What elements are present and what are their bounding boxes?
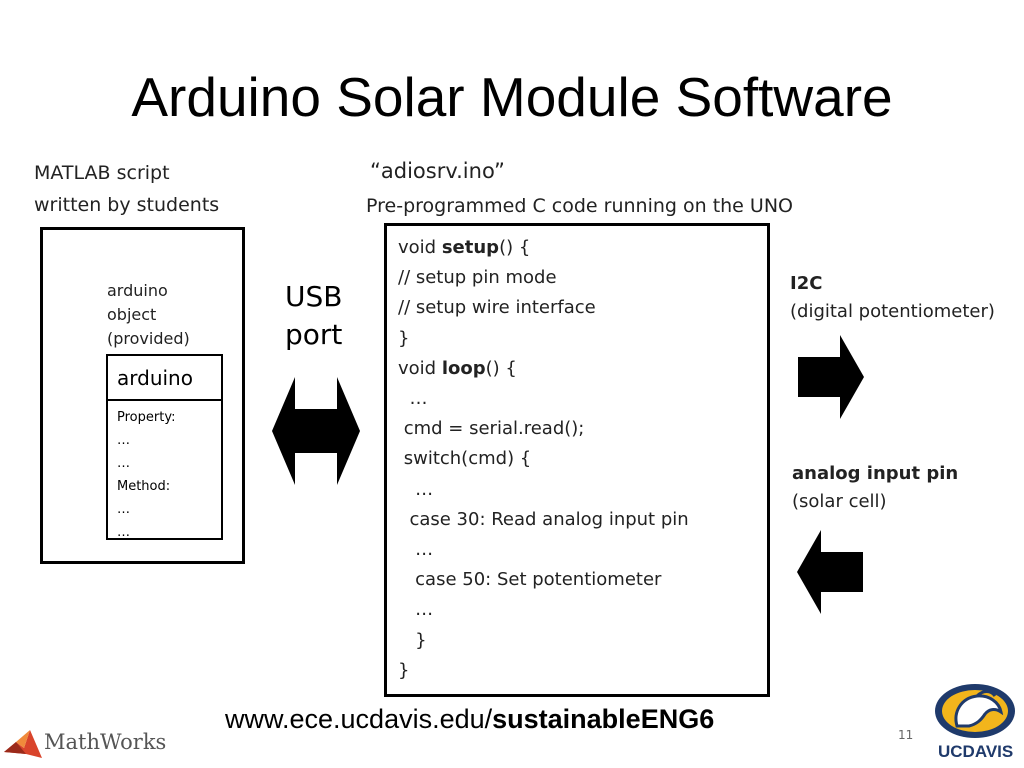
arrow-left-icon (797, 530, 863, 614)
code-line: // setup wire interface (398, 293, 689, 323)
mathworks-wordmark: MathWorks (44, 730, 167, 754)
code-text: () { (485, 357, 517, 379)
code-line: … (398, 595, 689, 625)
code-line: case 30: Read analog input pin (398, 505, 689, 535)
analog-label: analog input pin (792, 463, 959, 484)
code-text: // setup pin mode (398, 267, 557, 289)
matlab-caption-line1: MATLAB script (34, 162, 170, 184)
mathworks-logo: MathWorks (4, 726, 204, 762)
code-text: () { (499, 237, 531, 258)
code-text: … (398, 388, 428, 410)
code-text: … (398, 539, 434, 561)
matlab-caption: MATLAB script written by students (34, 157, 219, 221)
code-box: void setup() {// setup pin mode// setup … (384, 223, 770, 697)
code-line: case 50: Set potentiometer (398, 565, 689, 595)
arrow-right-icon (798, 335, 864, 419)
member-line: Property: (117, 410, 176, 425)
arduino-class-box: arduino Property: … … Method: … … (106, 354, 223, 540)
matlab-caption-line2: written by students (34, 194, 220, 216)
code-text: } (398, 659, 410, 681)
code-text: cmd = serial.read(); (398, 418, 585, 440)
usb-double-arrow-icon (272, 377, 360, 485)
member-line: … (117, 433, 130, 448)
slide-title: Arduino Solar Module Software (131, 66, 893, 128)
usb-line1: USB (285, 280, 343, 313)
arduino-object-label: arduino object (provided) (107, 279, 190, 351)
object-label-line: arduino (107, 281, 168, 300)
url-prefix: www.ece.ucdavis.edu/ (225, 704, 493, 734)
page-number: 11 (898, 728, 914, 742)
usb-port-label: USB port (285, 278, 342, 354)
code-line: void loop() { (398, 354, 689, 384)
i2c-label-group: I2C (digital potentiometer) (790, 270, 995, 326)
code-text: void (398, 357, 442, 379)
analog-detail: (solar cell) (792, 491, 887, 512)
code-line: … (398, 475, 689, 505)
ucdavis-wordmark: UCDAVIS (938, 742, 1014, 761)
code-line: } (398, 324, 689, 354)
code-line: … (398, 384, 689, 414)
sketch-subtitle: Pre-programmed C code running on the UNO (366, 195, 793, 217)
matlab-script-box: arduino object (provided) arduino Proper… (40, 227, 245, 564)
mathworks-membrane-icon (4, 730, 42, 758)
class-members: Property: … … Method: … … (108, 401, 221, 544)
code-text: void (398, 237, 442, 258)
usb-line2: port (285, 318, 343, 351)
code-text: switch(cmd) { (398, 448, 532, 470)
i2c-detail: (digital potentiometer) (790, 301, 995, 322)
code-text: … (398, 478, 434, 500)
code-line: } (398, 656, 689, 686)
code-line: … (398, 535, 689, 565)
member-line: Method: (117, 479, 171, 494)
code-text: case 50: Set potentiometer (398, 569, 662, 591)
class-name: arduino (108, 356, 221, 401)
code-text: } (398, 629, 427, 651)
analog-label-group: analog input pin (solar cell) (792, 460, 958, 516)
code-function-name: loop (441, 357, 486, 379)
code-text: // setup wire interface (398, 297, 596, 319)
member-line: … (117, 525, 130, 540)
sketch-filename: “adiosrv.ino” (370, 159, 505, 183)
i2c-label: I2C (790, 273, 823, 294)
code-text: … (398, 599, 434, 621)
code-text: } (398, 327, 410, 349)
member-line: … (117, 502, 130, 517)
code-listing: void setup() {// setup pin mode// setup … (398, 233, 689, 686)
code-line: cmd = serial.read(); (398, 414, 689, 444)
course-url[interactable]: www.ece.ucdavis.edu/sustainableENG6 (225, 702, 714, 736)
mustang-icon (935, 684, 1015, 738)
ucdavis-logo: UCDAVIS (928, 682, 1022, 766)
object-label-line: object (107, 305, 157, 324)
code-function-name: setup (441, 237, 500, 258)
code-line: switch(cmd) { (398, 444, 689, 474)
url-bold: sustainableENG6 (492, 704, 715, 734)
code-line: } (398, 626, 689, 656)
object-label-line: (provided) (107, 329, 190, 348)
member-line: … (117, 456, 130, 471)
code-text: case 30: Read analog input pin (398, 508, 689, 530)
code-line: // setup pin mode (398, 263, 689, 293)
code-line: void setup() { (398, 233, 689, 263)
